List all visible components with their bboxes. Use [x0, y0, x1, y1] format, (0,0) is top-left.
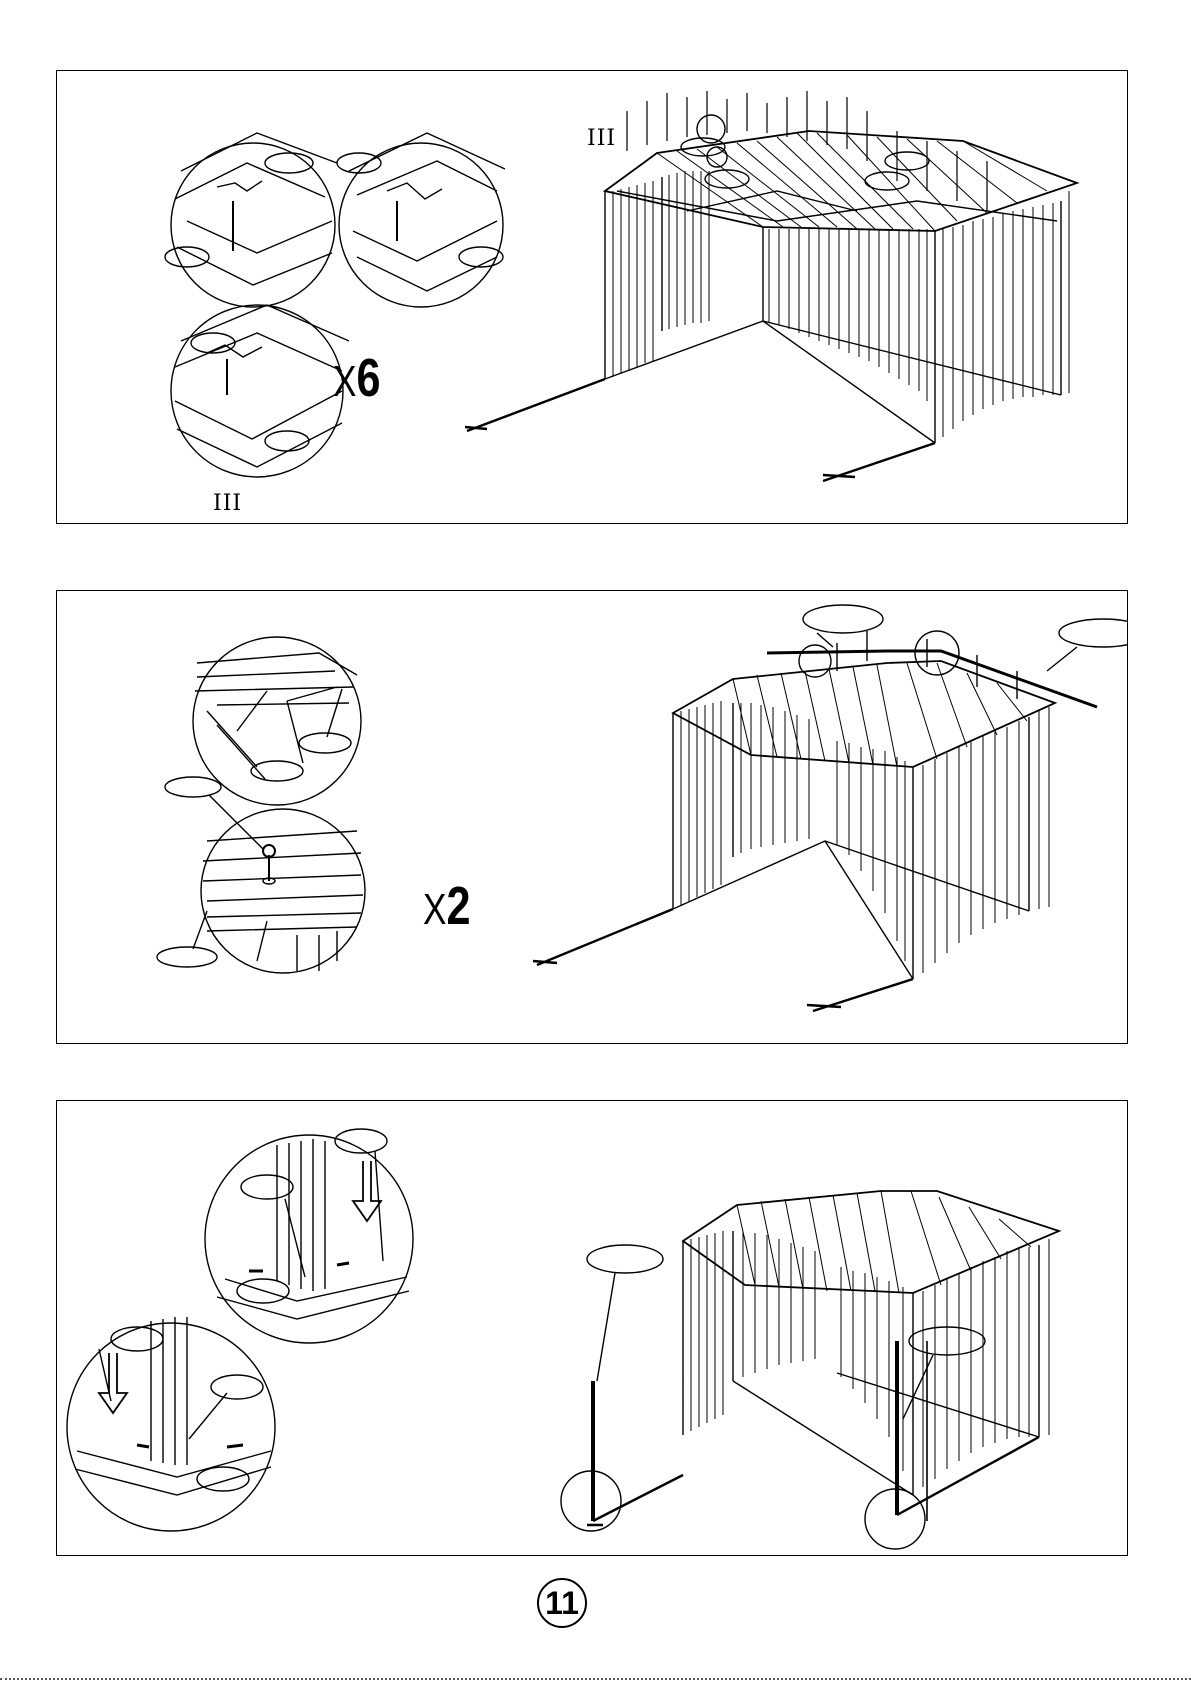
detail-circle-ridge-overlap-b [337, 133, 505, 307]
step-3-illustration [57, 1101, 1128, 1556]
multiplier-symbol: X [423, 885, 446, 934]
shed-ridge-cap-drawing [533, 605, 1128, 1011]
detail-circle-door-post-right [205, 1129, 413, 1343]
detail-label-roman: III [213, 491, 242, 516]
multiplier-value: 2 [446, 876, 470, 936]
step-2-panel: X2 [56, 590, 1128, 1044]
detail-circle-ridge-overlap-c [171, 305, 349, 477]
shed-wall-siding [613, 133, 1069, 437]
page-number: 11 [537, 1578, 587, 1628]
shed-door-posts-drawing [561, 1191, 1059, 1549]
detail-circle-ridge-screw [157, 777, 365, 973]
step-2-illustration [57, 591, 1128, 1044]
step-1-quantity-label: X6 [333, 351, 381, 405]
step-2-quantity-label: X2 [423, 879, 471, 933]
step-3-panel [56, 1100, 1128, 1556]
step-1-panel: X6 III III [56, 70, 1128, 524]
shed-label-roman: III [587, 126, 616, 151]
page-bottom-dotted-rule [0, 1678, 1191, 1680]
detail-circle-ridge-cap-joint [193, 637, 361, 805]
screw-markers [627, 91, 987, 211]
detail-circle-ridge-overlap-a [165, 133, 337, 307]
multiplier-value: 6 [356, 348, 380, 408]
multiplier-symbol: X [333, 357, 356, 406]
shed-roof-assembly-drawing [465, 91, 1077, 481]
detail-circle-door-post-left [67, 1317, 275, 1531]
